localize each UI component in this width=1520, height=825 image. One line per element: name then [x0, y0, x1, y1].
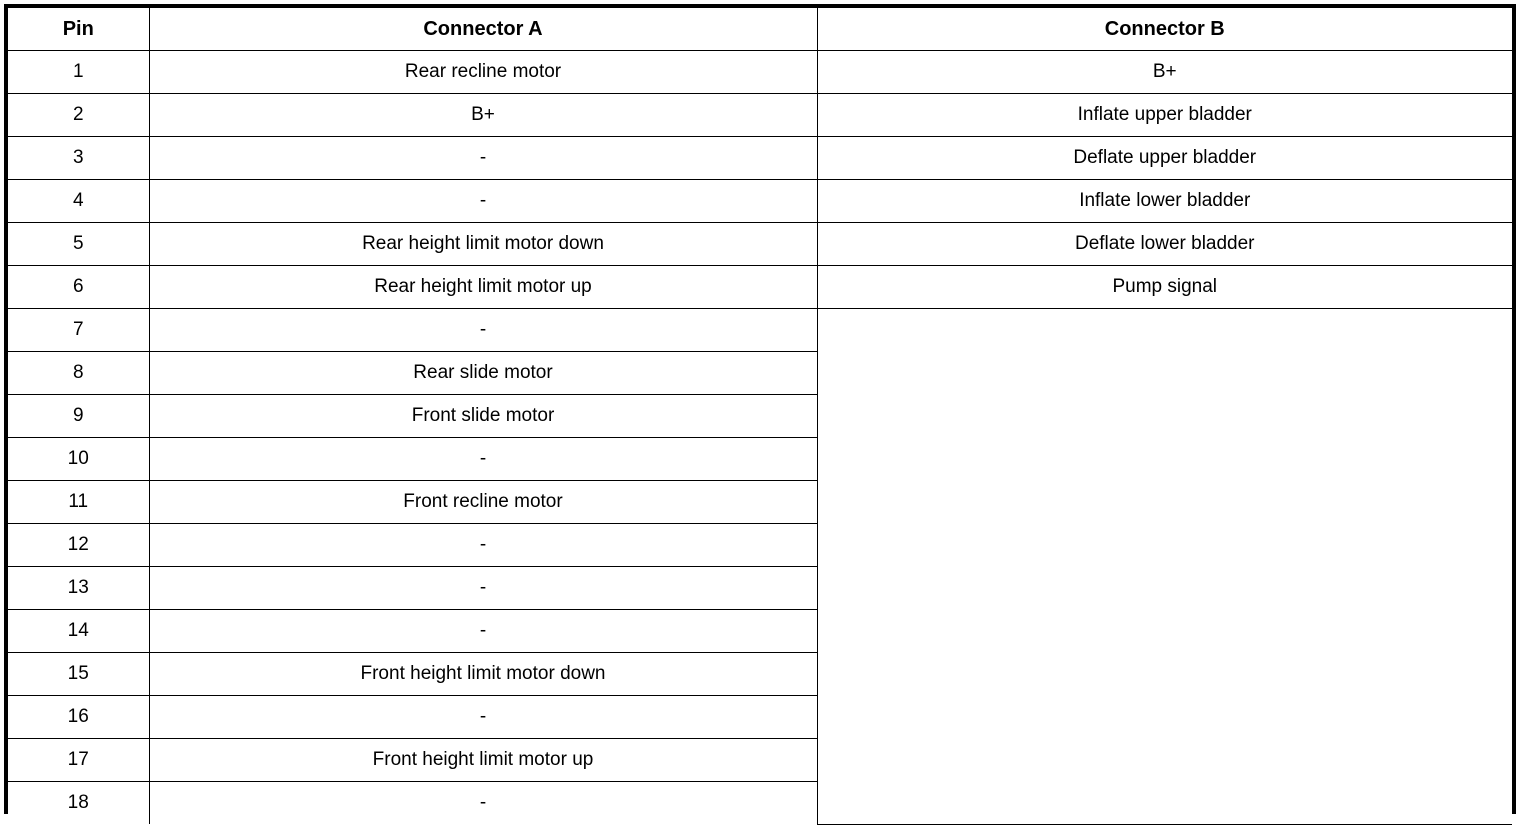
table-row: 18- [8, 781, 1512, 824]
table-row: 10- [8, 437, 1512, 481]
cell-pin: 13 [8, 566, 150, 610]
table-row: 16- [8, 695, 1512, 739]
cell-connector-a: - [148, 609, 817, 653]
table-row: 12- [8, 523, 1512, 567]
cell-pin: 16 [8, 695, 150, 739]
cell-connector-a: - [148, 179, 818, 223]
cell-pin: 6 [8, 265, 150, 309]
cell-connector-a: Front slide motor [148, 394, 817, 438]
table-row: 14- [8, 609, 1512, 653]
cell-pin: 7 [8, 308, 150, 352]
cell-connector-a: - [148, 781, 817, 824]
cell-connector-a: - [148, 566, 817, 610]
cell-pin: 15 [8, 652, 150, 696]
cell-pin: 14 [8, 609, 150, 653]
cell-pin: 17 [8, 738, 150, 782]
cell-connector-a: B+ [148, 93, 818, 137]
cell-connector-a: Rear height limit motor up [148, 265, 818, 309]
cell-connector-b: Pump signal [816, 265, 1512, 309]
cell-pin: 8 [8, 351, 150, 395]
cell-pin: 5 [8, 222, 150, 266]
cell-pin: 9 [8, 394, 150, 438]
cell-connector-a: Rear slide motor [148, 351, 817, 395]
cell-connector-a: Front recline motor [148, 480, 817, 524]
cell-connector-a: Front height limit motor down [148, 652, 817, 696]
cell-connector-b: Inflate lower bladder [816, 179, 1512, 223]
table-row: 4-Inflate lower bladder [8, 179, 1512, 223]
column-header-connector-a: Connector A [148, 8, 818, 51]
cell-connector-a: Rear recline motor [148, 50, 818, 94]
cell-pin: 4 [8, 179, 150, 223]
cell-connector-a: - [148, 437, 817, 481]
cell-connector-b-empty-merged [816, 308, 1512, 825]
cell-pin: 1 [8, 50, 150, 94]
column-header-pin: Pin [8, 8, 150, 51]
cell-connector-b: Deflate upper bladder [816, 136, 1512, 180]
cell-connector-b: B+ [816, 50, 1512, 94]
cell-connector-a: - [148, 308, 818, 352]
header-row: Pin Connector A Connector B [8, 8, 1512, 51]
cell-pin: 3 [8, 136, 150, 180]
cell-connector-a: Front height limit motor up [148, 738, 817, 782]
cell-pin: 12 [8, 523, 150, 567]
cell-connector-b: Inflate upper bladder [816, 93, 1512, 137]
cell-connector-b: Deflate lower bladder [816, 222, 1512, 266]
cell-connector-a: - [148, 695, 817, 739]
cell-pin: 18 [8, 781, 150, 824]
cell-connector-a: - [148, 136, 818, 180]
table-row: 13- [8, 566, 1512, 610]
cell-pin: 10 [8, 437, 150, 481]
column-header-connector-b: Connector B [816, 8, 1512, 51]
cell-pin: 2 [8, 93, 150, 137]
table-row: 7- [8, 308, 1512, 825]
cell-connector-a: Rear height limit motor down [148, 222, 818, 266]
cell-pin: 11 [8, 480, 150, 524]
cell-connector-a: - [148, 523, 817, 567]
table-header: Pin Connector A Connector B [8, 8, 1512, 51]
table-row: 3-Deflate upper bladder [8, 136, 1512, 180]
